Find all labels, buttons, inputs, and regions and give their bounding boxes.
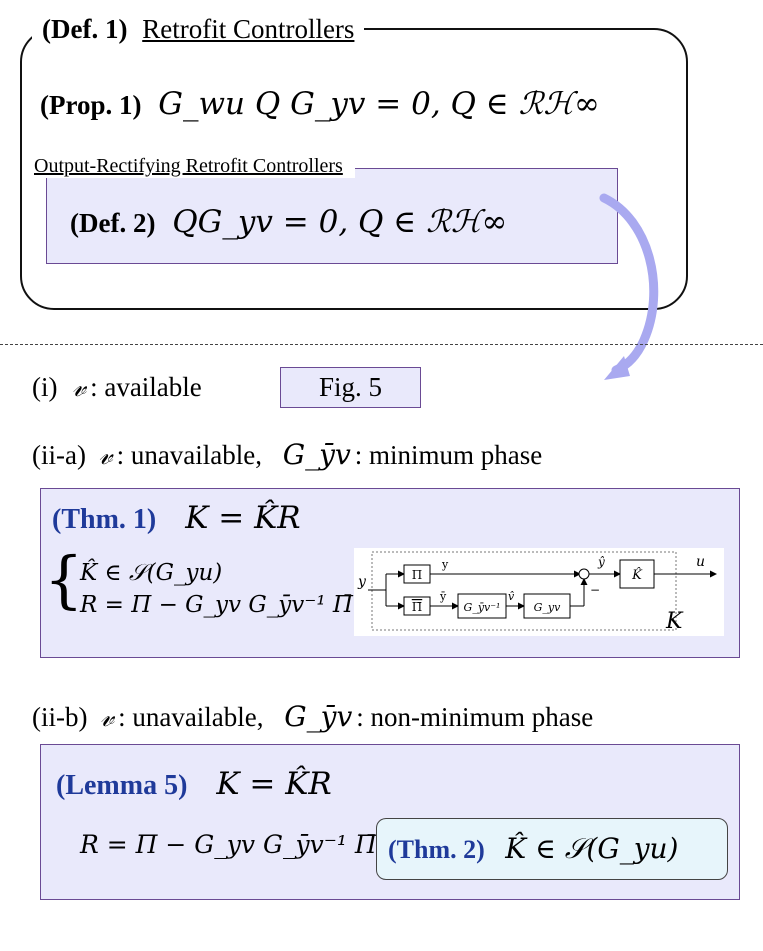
lemma5-formula: K = K̂R (216, 766, 332, 802)
case-iia-text: : unavailable, (116, 440, 263, 470)
left-brace: { (44, 543, 84, 616)
def2-statement: (Def. 2) QG_yv = 0, Q ∈ ℛℋ∞ (70, 204, 507, 240)
case-iib-row: (ii-b) 𝓋: unavailable, G_ȳv: non-minimum… (32, 700, 593, 734)
pi-block-label: Π (412, 568, 422, 582)
thm1-label: (Thm. 1) (52, 504, 157, 535)
gyv-block-label: G_yv (534, 601, 562, 614)
bd-mid-signal: v̂ (508, 590, 515, 603)
case-iia-g-text: : minimum phase (354, 440, 543, 470)
thm1-condition-2: R = Π − G_yv G_ȳv⁻¹ Π̄ (80, 592, 353, 618)
thm1-conditions: { K̂ ∈ 𝒮(G_yu) R = Π − G_yv G_ȳv⁻¹ Π̄ (44, 543, 353, 638)
curved-arrow-icon (599, 193, 659, 380)
prop1-statement: (Prop. 1) G_wu Q G_yv = 0, Q ∈ ℛℋ∞ (40, 86, 600, 122)
thm2-statement: (Thm. 2) K̂ ∈ 𝒮(G_yu) (388, 832, 678, 866)
case-i-label: (i) (32, 372, 58, 402)
case-i-row: (i) 𝓋: available (32, 370, 202, 404)
case-i-var: 𝓋 (72, 370, 87, 403)
orrc-title: Output-Rectifying Retrofit Controllers (34, 155, 355, 178)
def1-title: Retrofit Controllers (142, 14, 355, 44)
k-hat-block (619, 559, 655, 589)
def1-heading: (Def. 1) Retrofit Controllers (32, 12, 365, 46)
prop1-label: (Prop. 1) (40, 90, 142, 120)
bd-output-label: u (696, 554, 705, 570)
thm2-label: (Thm. 2) (388, 835, 485, 864)
case-iia-var: 𝓋 (98, 438, 113, 471)
thm2-formula: K̂ ∈ 𝒮(G_yu) (505, 832, 679, 865)
case-i-text: : available (90, 372, 202, 402)
bd-bottom-signal: ȳ (439, 590, 447, 603)
case-iib-var: 𝓋 (100, 700, 115, 733)
def2-label: (Def. 2) (70, 208, 156, 238)
bd-sum-output: ŷ (597, 555, 605, 569)
lemma5-heading: (Lemma 5) K = K̂R (56, 766, 332, 802)
case-iib-text: : unavailable, (118, 702, 264, 732)
thm2-panel (376, 818, 728, 880)
thm1-formula: K = K̂R (185, 500, 301, 536)
pi-bar-block-label: Π̄ (412, 600, 422, 614)
g-inverse-label: G_ȳv⁻¹ (464, 601, 501, 614)
prop1-formula: G_wu Q G_yv = 0, Q ∈ ℛℋ∞ (158, 86, 600, 122)
lemma5-r-formula: R = Π − G_yv G_ȳv⁻¹ Π̄ (80, 830, 377, 859)
fig5-reference[interactable]: Fig. 5 (280, 367, 421, 408)
k-group-label: K (665, 609, 684, 634)
block-diagram: y Π Π̄ y ȳ G_ȳv⁻¹ v̂ G_yv − ŷ K̂ u K (354, 548, 724, 636)
case-iib-label: (ii-b) (32, 702, 88, 732)
summing-junction (578, 568, 590, 580)
lemma5-label: (Lemma 5) (56, 770, 188, 801)
gyv-block (523, 593, 571, 619)
case-iib-g-text: : non-minimum phase (356, 702, 594, 732)
thm1-condition-1: K̂ ∈ 𝒮(G_yu) (80, 560, 223, 586)
bd-input-label: y (357, 574, 367, 590)
def2-formula: QG_yv = 0, Q ∈ ℛℋ∞ (172, 204, 508, 240)
k-hat-label: K̂ (631, 567, 643, 583)
case-iia-g: G_ȳv (282, 438, 351, 471)
case-iia-row: (ii-a) 𝓋: unavailable, G_ȳv: minimum pha… (32, 438, 542, 472)
bd-minus-sign: − (590, 583, 600, 597)
case-iia-label: (ii-a) (32, 440, 86, 470)
case-iib-g: G_ȳv (284, 700, 353, 733)
def1-label: (Def. 1) (42, 14, 128, 44)
bd-top-signal: y (441, 558, 449, 571)
thm1-heading: (Thm. 1) K = K̂R (52, 500, 301, 536)
section-divider (0, 344, 763, 345)
k-group-box (371, 551, 677, 631)
g-inverse-block (457, 593, 507, 619)
